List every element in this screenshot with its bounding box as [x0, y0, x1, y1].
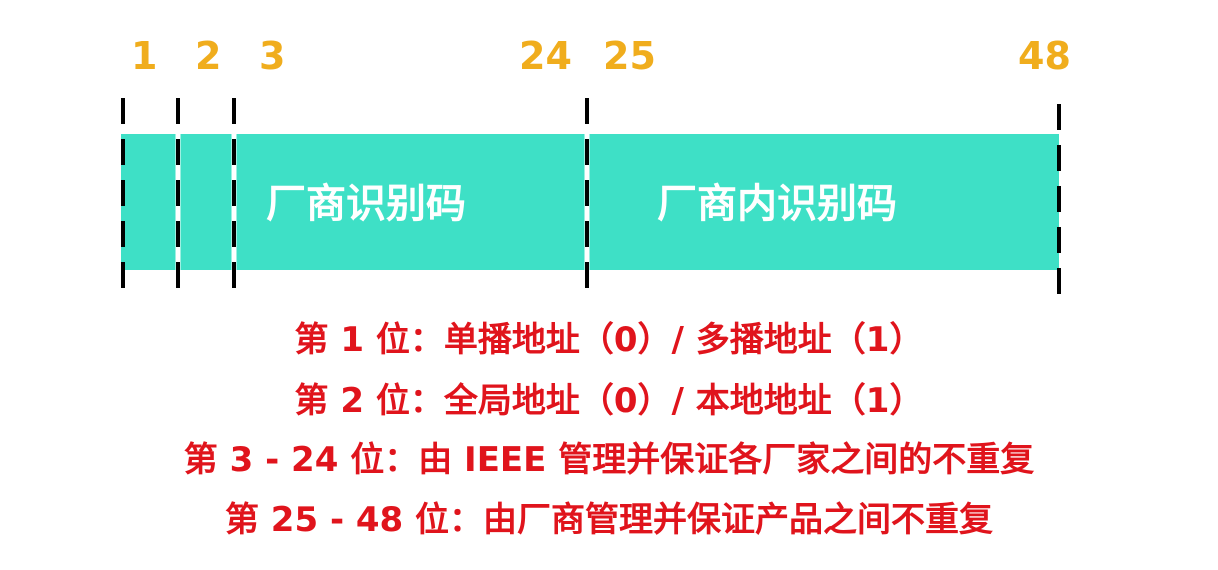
nic-segment — [587, 134, 1059, 270]
oui-segment — [234, 134, 587, 270]
bit-number-1: 1 — [131, 34, 158, 78]
description-bits-25-48: 第 25 - 48 位：由厂商管理并保证产品之间不重复 — [224, 500, 994, 540]
nic-label: 厂商内识别码 — [657, 181, 897, 227]
bit-number-3: 3 — [259, 34, 286, 78]
description-bits-3-24: 第 3 - 24 位：由 IEEE 管理并保证各厂家之间的不重复 — [183, 440, 1035, 480]
oui-label: 厂商识别码 — [266, 181, 466, 227]
bit-number-24: 24 — [519, 34, 572, 78]
bit-number-48: 48 — [1018, 34, 1071, 78]
bit-number-25: 25 — [603, 34, 656, 78]
description-bit-1: 第 1 位：单播地址（0）/ 多播地址（1） — [294, 320, 924, 360]
bit-number-2: 2 — [195, 34, 222, 78]
bit-2-segment — [178, 134, 234, 270]
description-bit-2: 第 2 位：全局地址（0）/ 本地地址（1） — [294, 381, 924, 421]
bit-1-segment — [121, 134, 178, 270]
